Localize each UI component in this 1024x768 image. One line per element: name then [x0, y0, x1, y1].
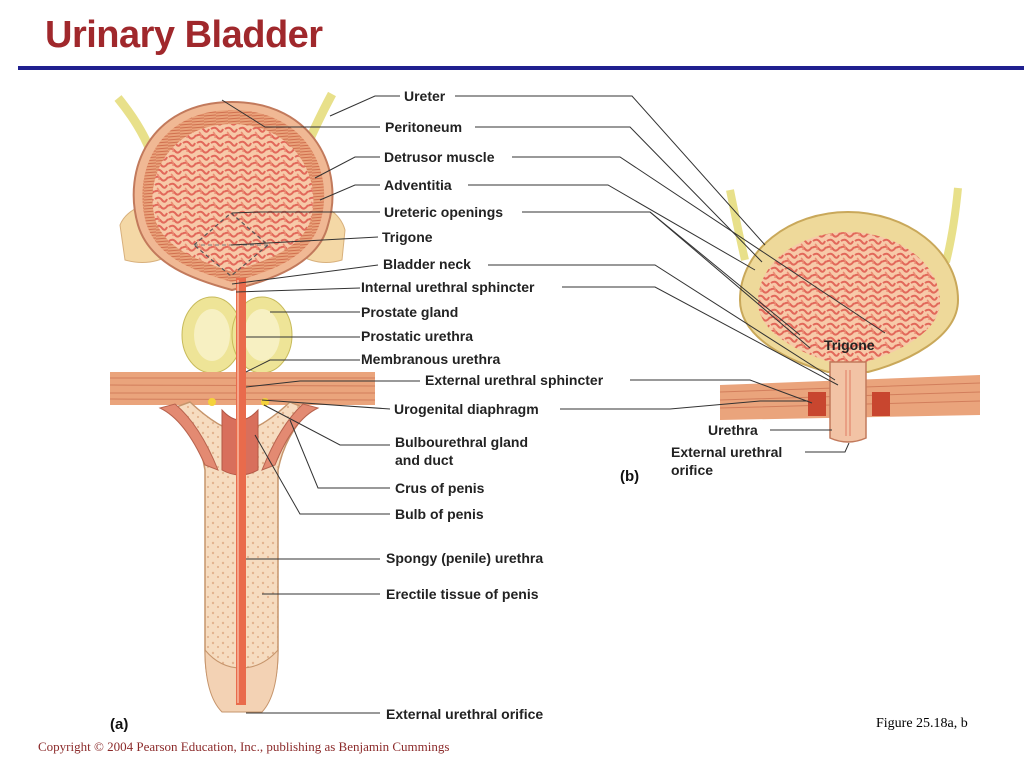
label-bulbourethral-duct: and duct [395, 452, 454, 468]
panel-a-tag: (a) [110, 716, 128, 733]
left-ureter [114, 95, 155, 152]
label-internal-urethral-sphincter: Internal urethral sphincter [361, 279, 535, 295]
panel-b-illustration [719, 187, 981, 443]
label-external-urethral-orifice-a: External urethral orifice [386, 706, 543, 722]
label-erectile-tissue: Erectile tissue of penis [386, 586, 539, 602]
label-trigone-a: Trigone [382, 229, 433, 245]
bladder-lumen [152, 124, 314, 272]
label-bulbourethral-gland: Bulbourethral gland [395, 434, 528, 450]
label-urogenital-diaphragm: Urogenital diaphragm [394, 401, 539, 417]
label-external-urethral-sphincter: External urethral sphincter [425, 372, 604, 388]
figure-reference: Figure 25.18a, b [876, 716, 968, 731]
label-ureteric-openings: Ureteric openings [384, 204, 503, 220]
title-divider [18, 66, 1024, 70]
urethra-b [829, 361, 867, 443]
label-bulb-of-penis: Bulb of penis [395, 506, 484, 522]
copyright-notice: Copyright © 2004 Pearson Education, Inc.… [38, 739, 450, 754]
label-crus-of-penis: Crus of penis [395, 480, 485, 496]
label-ureter: Ureter [404, 88, 446, 104]
panel-b-tag: (b) [620, 468, 639, 485]
label-external-orifice-b-line1: External urethral [671, 444, 782, 460]
label-prostate-gland: Prostate gland [361, 304, 458, 320]
label-detrusor-muscle: Detrusor muscle [384, 149, 495, 165]
bladder-b-lumen [758, 232, 940, 362]
trigone-outline [193, 212, 269, 277]
label-trigone-b: Trigone [824, 337, 875, 353]
label-adventitia: Adventitia [384, 177, 452, 193]
slide-title: Urinary Bladder [45, 14, 323, 56]
label-external-orifice-b-line2: orifice [671, 462, 713, 478]
label-prostatic-urethra: Prostatic urethra [361, 328, 473, 344]
label-peritoneum: Peritoneum [385, 119, 462, 135]
label-spongy-urethra: Spongy (penile) urethra [386, 550, 543, 566]
label-urethra-b: Urethra [708, 422, 758, 438]
label-membranous-urethra: Membranous urethra [361, 351, 500, 367]
label-bladder-neck: Bladder neck [383, 256, 471, 272]
panel-a-illustration [109, 91, 376, 713]
leader-lines [221, 95, 886, 714]
